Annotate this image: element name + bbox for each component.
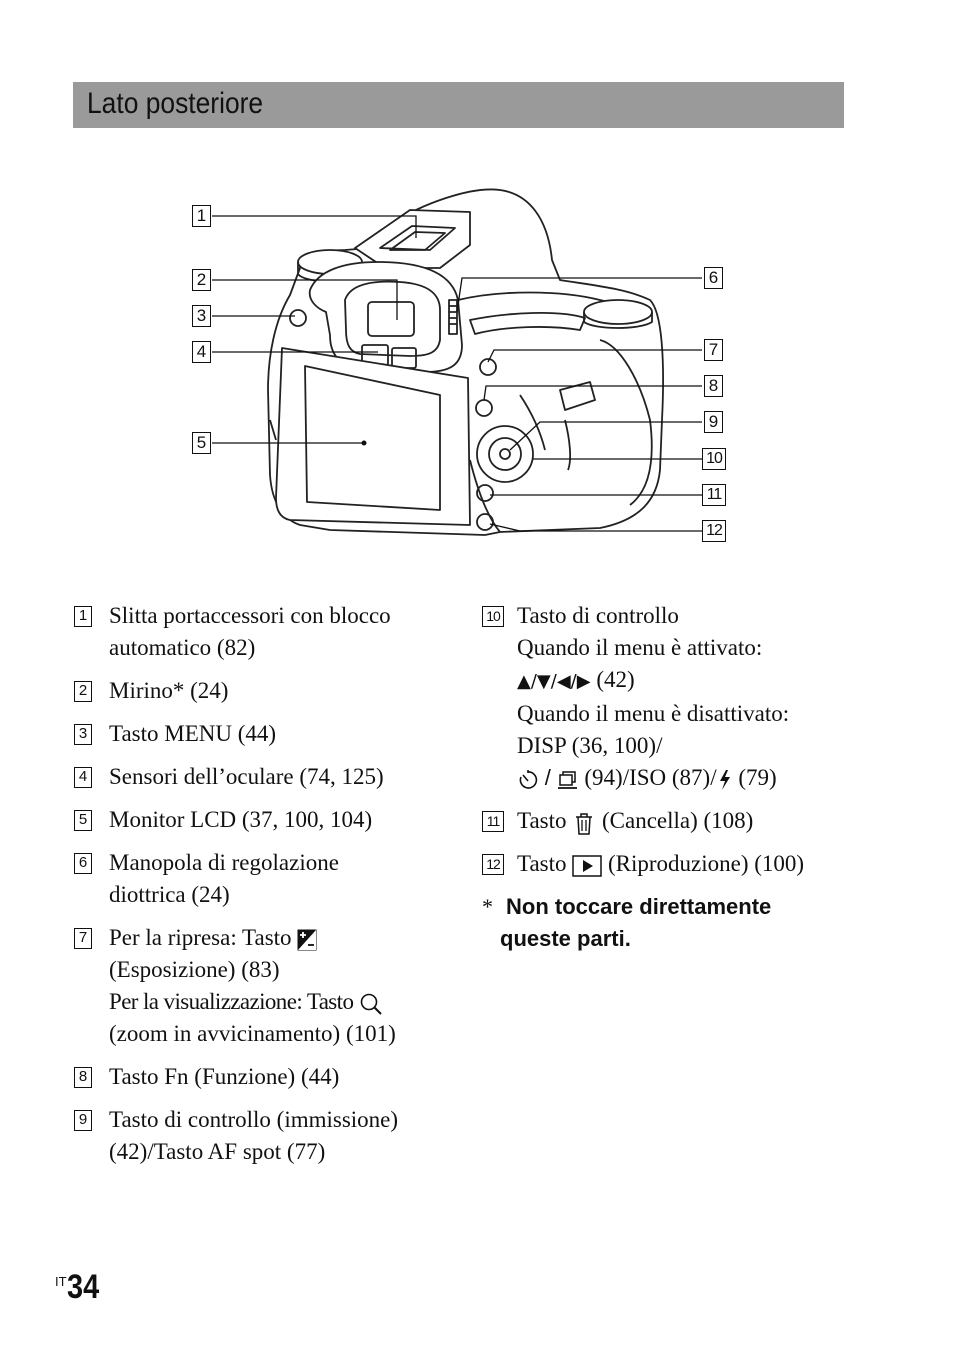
warning-note: * Non toccare direttamente queste parti. [482, 894, 772, 951]
direction-arrows: ▲/▼/◀/▶ [517, 671, 591, 692]
item-number: 1 [74, 606, 92, 627]
item-number: 5 [74, 810, 92, 831]
legend-item-11: 11 Tasto (Cancella) (108) [482, 805, 902, 837]
callout-6: 6 [704, 267, 723, 289]
flash-icon [719, 769, 730, 790]
legend-item-6: 6 Manopola di regolazione diottrica (24) [74, 847, 464, 911]
exposure-compensation-icon [297, 929, 317, 951]
callout-7: 7 [704, 339, 723, 361]
section-title: Lato posteriore [87, 87, 264, 120]
playback-icon [572, 854, 602, 877]
item-number: 3 [74, 724, 92, 745]
legend-item-4: 4 Sensori dell’oculare (74, 125) [74, 761, 464, 793]
item-number: 2 [74, 681, 92, 702]
callout-12: 12 [702, 520, 726, 542]
drive-continuous-icon [557, 770, 577, 789]
legend-item-1: 1 Slitta portaccessori con blocco automa… [74, 600, 464, 664]
section-title-bar: Lato posteriore [73, 82, 844, 128]
item-number: 12 [482, 854, 504, 875]
zoom-magnifier-icon [360, 993, 382, 1015]
callout-2: 2 [192, 269, 211, 291]
callout-1: 1 [192, 205, 211, 227]
callout-3: 3 [192, 305, 211, 327]
legend-item-7: 7 Per la ripresa: Tasto (Esposizione) (8… [74, 922, 464, 1050]
legend-item-9: 9 Tasto di controllo (immissione) (42)/T… [74, 1104, 464, 1168]
item-number: 9 [74, 1110, 92, 1131]
legend-item-12: 12 Tasto (Riproduzione) (100) [482, 848, 902, 880]
legend-item-8: 8 Tasto Fn (Funzione) (44) [74, 1061, 464, 1093]
callout-4: 4 [192, 341, 211, 363]
legend-item-2: 2 Mirino* (24) [74, 675, 464, 707]
legend-item-5: 5 Monitor LCD (37, 100, 104) [74, 804, 464, 836]
item-number: 8 [74, 1067, 92, 1088]
camera-rear-illustration [212, 188, 702, 536]
item-number: 11 [482, 811, 504, 832]
legend-left-column: 1 Slitta portaccessori con blocco automa… [74, 600, 464, 1179]
legend-right-column: 10 Tasto di controllo Quando il menu è a… [482, 600, 902, 955]
camera-rear-figure: 1 2 3 4 5 6 7 8 9 10 11 12 [0, 0, 954, 600]
item-number: 4 [74, 767, 92, 788]
callout-11: 11 [702, 484, 726, 506]
callout-8: 8 [704, 375, 723, 397]
page-number: IT34 [55, 1268, 99, 1306]
trash-icon [576, 812, 593, 835]
legend-item-10: 10 Tasto di controllo Quando il menu è a… [482, 600, 902, 794]
self-timer-icon [519, 769, 538, 789]
item-number: 10 [482, 606, 504, 627]
item-number: 6 [74, 853, 92, 874]
legend-item-3: 3 Tasto MENU (44) [74, 718, 464, 750]
item-number: 7 [74, 928, 92, 949]
callout-9: 9 [704, 411, 723, 433]
callout-10: 10 [702, 448, 726, 470]
callout-5: 5 [192, 432, 211, 454]
